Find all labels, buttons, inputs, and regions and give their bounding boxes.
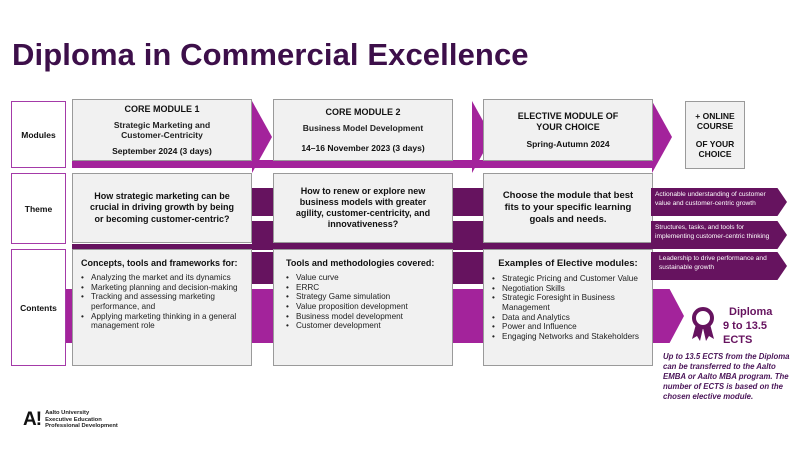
- theme-text: Choose the module that best fits to your…: [502, 190, 634, 225]
- contents-card-core-2: Tools and methodologies covered: Value c…: [273, 249, 453, 366]
- module-heading: CORE MODULE 2: [325, 106, 401, 117]
- arrow-module-1-to-2: [252, 101, 272, 173]
- list-item: ERRC: [286, 283, 444, 293]
- diploma-label: Diploma: [729, 306, 773, 318]
- theme-text: How strategic marketing can be crucial i…: [89, 191, 234, 224]
- contents-arrow: [652, 289, 684, 343]
- outcome-banner-1: Actionable understanding of customer val…: [651, 188, 787, 216]
- contents-heading: Examples of Elective modules:: [498, 258, 638, 269]
- list-item: Tracking and assessing marketing perform…: [81, 292, 243, 311]
- module-date: Spring-Autumn 2024: [526, 138, 610, 149]
- page-title: Diploma in Commercial Excellence: [12, 37, 529, 72]
- online-course-line2: OF YOUR CHOICE: [695, 139, 735, 160]
- module-card-core-1: CORE MODULE 1 Strategic Marketing and Cu…: [72, 99, 252, 161]
- list-item: Engaging Networks and Stakeholders: [492, 332, 644, 342]
- list-item: Analyzing the market and its dynamics: [81, 273, 243, 283]
- logo-mark: A!: [23, 409, 42, 430]
- list-item: Value curve: [286, 273, 444, 283]
- module-heading: ELECTIVE MODULE OF YOUR CHOICE: [517, 111, 619, 132]
- module-subtitle: Business Model Development: [302, 122, 424, 133]
- outcome-banner-2: Structures, tasks, and tools for impleme…: [651, 221, 787, 249]
- list-item: Value proposition development: [286, 302, 444, 312]
- list-item: Applying marketing thinking in a general…: [81, 312, 243, 331]
- list-item: Strategy Game simulation: [286, 292, 444, 302]
- contents-heading: Tools and methodologies covered:: [286, 258, 435, 268]
- award-ribbon-icon: [692, 307, 714, 341]
- outcome-banner-3: Leadership to drive performance and sust…: [651, 252, 787, 280]
- arrow-elective-to-online: [652, 101, 672, 173]
- contents-card-core-1: Concepts, tools and frameworks for: Anal…: [72, 249, 252, 366]
- contents-heading: Concepts, tools and frameworks for:: [81, 258, 238, 268]
- diploma-ects-unit: ECTS: [723, 333, 753, 346]
- theme-text: How to renew or explore new business mod…: [295, 185, 431, 230]
- list-item: Power and Influence: [492, 322, 644, 332]
- logo-line-1: Aalto University: [45, 409, 90, 416]
- online-course-line1: + ONLINE COURSE: [695, 110, 735, 131]
- contents-list: Value curve ERRC Strategy Game simulatio…: [286, 273, 444, 331]
- diploma-text: Diploma 9 to 13.5 ECTS: [723, 306, 772, 347]
- module-card-elective: ELECTIVE MODULE OF YOUR CHOICE Spring-Au…: [483, 99, 653, 161]
- module-date: 14–16 November 2023 (3 days): [301, 143, 425, 154]
- list-item: Negotiation Skills: [492, 284, 644, 294]
- module-date: September 2024 (3 days): [112, 146, 212, 157]
- list-item: Strategic Foresight in Business Manageme…: [492, 293, 644, 312]
- list-item: Customer development: [286, 321, 444, 331]
- contents-card-elective: Examples of Elective modules: Strategic …: [483, 249, 653, 366]
- list-item: Marketing planning and decision-making: [81, 283, 243, 293]
- list-item: Business model development: [286, 312, 444, 322]
- contents-top-band: [72, 244, 652, 250]
- module-heading: CORE MODULE 1: [124, 103, 200, 114]
- module-subtitle: Strategic Marketing and Customer-Centric…: [113, 119, 211, 140]
- online-course-card: + ONLINE COURSE OF YOUR CHOICE: [685, 101, 745, 169]
- theme-card-core-1: How strategic marketing can be crucial i…: [72, 173, 252, 243]
- theme-card-elective: Choose the module that best fits to your…: [483, 173, 653, 243]
- logo-line-3: Professional Development: [45, 423, 118, 430]
- contents-list: Strategic Pricing and Customer Value Neg…: [492, 274, 644, 342]
- list-item: Strategic Pricing and Customer Value: [492, 274, 644, 284]
- module-underline-band: [72, 160, 652, 168]
- contents-list: Analyzing the market and its dynamics Ma…: [81, 273, 243, 331]
- row-label-theme: Theme: [11, 173, 66, 244]
- row-label-modules: Modules: [11, 101, 66, 168]
- diploma-transfer-note: Up to 13.5 ECTS from the Diploma can be …: [663, 352, 790, 401]
- row-label-contents: Contents: [11, 249, 66, 366]
- aalto-logo: A! Aalto University Executive Education …: [23, 409, 118, 431]
- logo-text: Aalto University Executive Education Pro…: [45, 410, 118, 431]
- diploma-ects-range: 9 to 13.5: [723, 319, 768, 332]
- logo-line-2: Executive Education: [45, 416, 102, 423]
- module-card-core-2: CORE MODULE 2 Business Model Development…: [273, 99, 453, 161]
- list-item: Data and Analytics: [492, 313, 644, 323]
- theme-card-core-2: How to renew or explore new business mod…: [273, 173, 453, 243]
